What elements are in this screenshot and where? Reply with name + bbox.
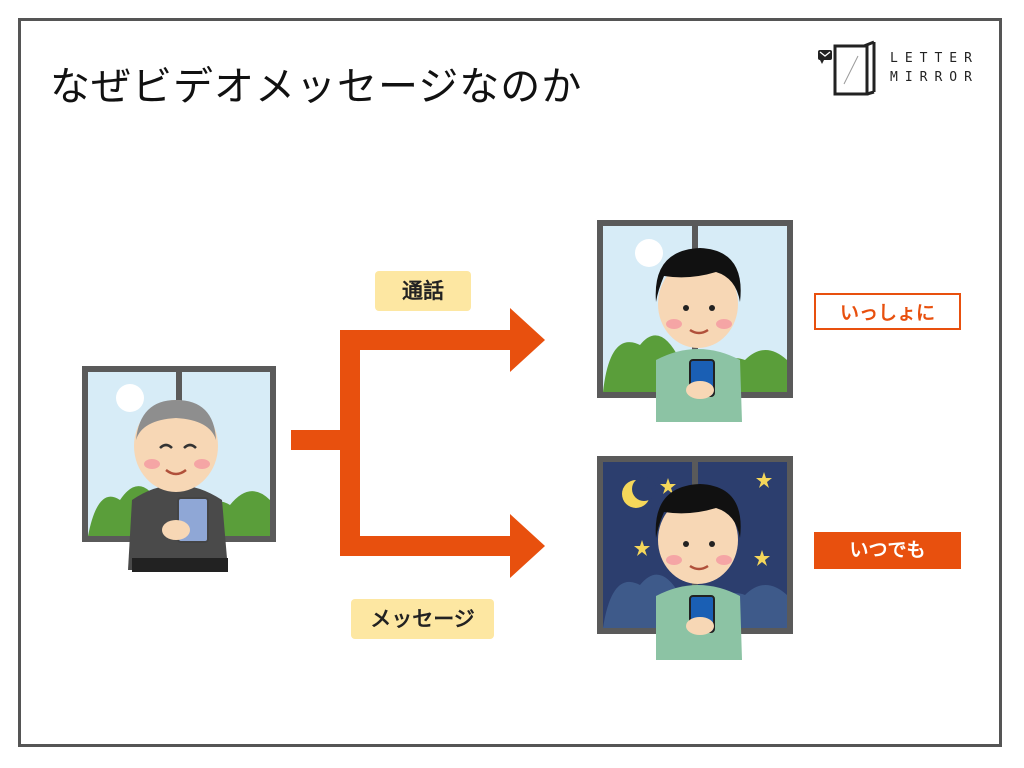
- mirror-envelope-icon: [818, 40, 876, 96]
- tag-anytime: いつでも: [814, 532, 961, 569]
- branch-label-call: 通話: [375, 271, 471, 311]
- arrow-lower-head: [510, 514, 545, 578]
- logo-text-line1: LETTER: [890, 51, 979, 66]
- night-window-boy-icon: [597, 456, 793, 660]
- grandpa-with-phone-icon: [82, 366, 276, 572]
- arrow-stem: [291, 430, 345, 450]
- branch-label-message: メッセージ: [351, 599, 494, 639]
- logo-text-line2: MIRROR: [890, 70, 979, 85]
- arrow-upper-head: [510, 308, 545, 372]
- tag-together: いっしょに: [814, 293, 961, 330]
- arrow-trunk: [340, 330, 360, 556]
- arrow-upper-shaft: [340, 330, 512, 350]
- arrow-lower-shaft: [340, 536, 512, 556]
- day-window-boy-icon: [597, 220, 793, 422]
- branch-arrows: [291, 308, 545, 578]
- page-title: なぜビデオメッセージなのか: [50, 64, 583, 110]
